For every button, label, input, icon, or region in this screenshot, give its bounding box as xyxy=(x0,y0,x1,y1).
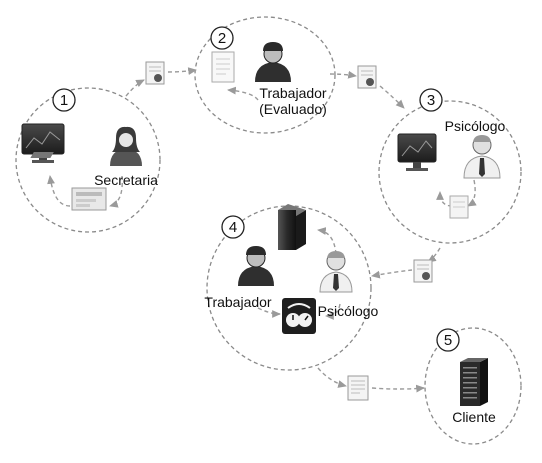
arrow-doc-to-5 xyxy=(371,384,425,393)
paper-icon xyxy=(449,195,469,219)
document-icon xyxy=(413,259,433,283)
stage-number-3: 3 xyxy=(427,92,435,109)
stage-number-1: 1 xyxy=(60,92,68,109)
document-icon xyxy=(145,61,165,85)
label-secretaria: Secretaria xyxy=(94,172,158,188)
label-evaluado: (Evaluado) xyxy=(259,101,327,117)
paper-icon xyxy=(211,51,235,83)
arrow-4-internal-c xyxy=(325,303,341,320)
arrow-doc-to-2 xyxy=(167,67,197,75)
person-icon xyxy=(110,126,142,166)
stage-badge-4: 4 xyxy=(221,215,245,239)
stage-number-2: 2 xyxy=(218,30,226,47)
arrow-2-to-doc xyxy=(329,70,357,79)
stage-badge-5: 5 xyxy=(436,328,460,352)
document-icon xyxy=(347,375,369,401)
label-cliente: Cliente xyxy=(452,409,496,425)
person-icon xyxy=(238,246,274,286)
stage-circle-1 xyxy=(15,87,161,233)
stage-circle-5 xyxy=(424,327,522,445)
arrow-3-internal xyxy=(467,179,477,207)
label-trabajador-4: Trabajador xyxy=(204,294,272,310)
server-icon xyxy=(278,204,306,250)
arrow-4-internal-a xyxy=(317,227,337,255)
form-icon xyxy=(71,187,107,211)
person-icon xyxy=(463,135,501,179)
arrow-2-internal xyxy=(227,86,259,101)
arrow-4-to-doc xyxy=(317,367,347,388)
arrow-1-internal-b xyxy=(109,175,123,208)
document-icon xyxy=(357,65,377,89)
stage-circle-3 xyxy=(378,100,522,244)
stage-badge-2: 2 xyxy=(210,26,234,50)
stopwatch-icon xyxy=(282,298,316,334)
label-trabajador: Trabajador xyxy=(259,85,327,101)
stage-badge-1: 1 xyxy=(52,88,76,112)
stage-number-4: 4 xyxy=(229,219,237,236)
computer-icon xyxy=(21,123,65,163)
person-icon xyxy=(255,42,291,82)
building-icon xyxy=(460,358,488,406)
label-psicologo-3: Psicólogo xyxy=(445,118,506,134)
arrow-1-to-doc xyxy=(125,79,145,97)
arrow-1-internal-a xyxy=(47,175,71,207)
stage-circle-2 xyxy=(194,16,336,134)
arrow-4-internal-b xyxy=(257,307,281,318)
label-psicologo-4: Psicólogo xyxy=(318,303,379,319)
arrow-doc-to-4 xyxy=(371,269,413,279)
computer-icon xyxy=(397,133,437,171)
person-icon xyxy=(319,251,353,293)
arrow-doc-to-3 xyxy=(379,85,405,109)
stage-badge-3: 3 xyxy=(419,88,443,112)
stage-number-5: 5 xyxy=(444,332,452,349)
